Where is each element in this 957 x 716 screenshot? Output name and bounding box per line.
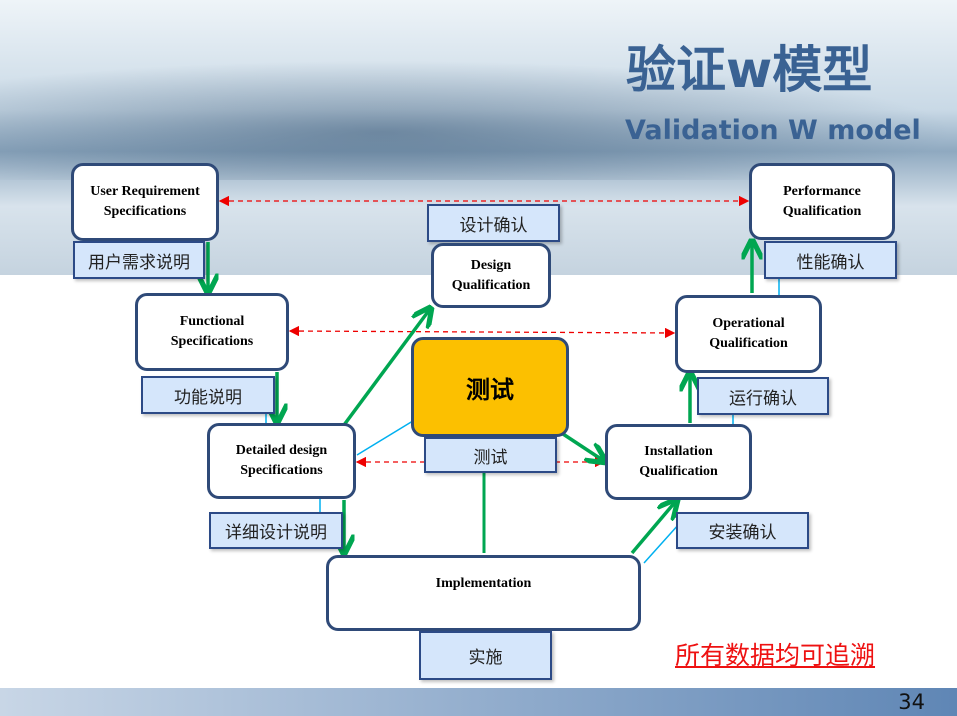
label-impl: 实施 [419,631,552,680]
box-implementation: Implementation [326,555,641,631]
label-dds: 详细设计说明 [209,512,343,549]
trace-fs-oq [288,325,676,339]
box-pq: Performance Qualification [749,163,895,240]
box-oq: Operational Qualification [675,295,822,373]
box-fs: Functional Specifications [135,293,289,371]
label-urs: 用户需求说明 [73,241,205,279]
slide-subtitle: Validation W model [625,115,921,146]
label-iq: 安装确认 [676,512,809,549]
footer-bar [0,688,957,716]
traceability-note: 所有数据均可追溯 [675,641,876,670]
label-dq: 设计确认 [427,204,560,242]
page-number: 34 [898,690,925,714]
water-wave [0,60,957,180]
label-test: 测试 [424,437,557,473]
box-dds: Detailed design Specifications [207,423,356,499]
box-test: 测试 [411,337,569,437]
box-urs: User Requirement Specifications [71,163,219,241]
box-iq: Installation Qualification [605,424,752,500]
box-dq: Design Qualification [431,243,551,308]
label-oq: 运行确认 [697,377,829,415]
slide-title: 验证w模型 [626,41,873,99]
label-pq: 性能确认 [764,241,897,279]
label-fs: 功能说明 [141,376,275,414]
